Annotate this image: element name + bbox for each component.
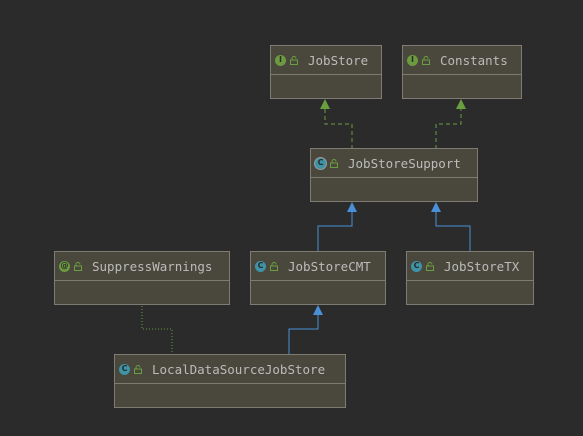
public-lock-icon — [270, 261, 278, 271]
class-name: JobStore — [308, 52, 369, 68]
edge-localdatasourcejobstore-extends-jobstorecmt — [288, 305, 323, 355]
class-name: JobStoreCMT — [288, 258, 371, 274]
class-name: JobStoreSupport — [348, 155, 461, 171]
public-lock-icon — [330, 158, 338, 168]
edge-jobstoresupport-implements-constants — [435, 99, 466, 149]
public-lock-icon — [422, 55, 430, 65]
class-icon: C — [255, 260, 266, 272]
class-node-header: C JobStoreTX — [407, 252, 533, 281]
class-node-suppresswarnings[interactable]: @ SuppressWarnings — [54, 251, 230, 305]
class-node-constants[interactable]: I Constants — [402, 45, 522, 99]
class-node-body — [407, 281, 533, 305]
interface-icon: I — [407, 54, 418, 66]
class-node-jobstoresupport[interactable]: C JobStoreSupport — [310, 148, 478, 202]
implements-arrowhead — [320, 99, 330, 109]
class-node-header: @ SuppressWarnings — [55, 252, 229, 281]
edge-jobstoretx-extends-jobstoresupport — [431, 202, 471, 252]
annotation-icon: @ — [59, 260, 70, 272]
extends-arrowhead — [431, 202, 441, 212]
class-icon: C — [411, 260, 422, 272]
class-node-header: C LocalDataSourceJobStore — [115, 355, 345, 384]
edge-jobstorecmt-extends-jobstoresupport — [317, 202, 357, 252]
edge-localdatasourcejobstore-annotated-suppresswarnings — [141, 306, 173, 355]
class-node-body — [311, 178, 477, 202]
abstract-class-icon: C — [315, 157, 326, 169]
class-name: LocalDataSourceJobStore — [152, 361, 326, 377]
class-name: JobStoreTX — [444, 258, 520, 274]
class-node-body — [251, 281, 385, 305]
extends-arrowhead — [313, 305, 323, 315]
class-node-header: C JobStoreSupport — [311, 149, 477, 178]
public-lock-icon — [134, 364, 142, 374]
public-lock-icon — [74, 261, 82, 271]
class-node-header: I Constants — [403, 46, 521, 75]
class-node-jobstoretx[interactable]: C JobStoreTX — [406, 251, 534, 305]
class-node-jobstore[interactable]: I JobStore — [270, 45, 382, 99]
class-node-localdatasourcejobstore[interactable]: C LocalDataSourceJobStore — [114, 354, 346, 408]
class-node-body — [403, 75, 521, 99]
extends-arrowhead — [347, 202, 357, 212]
implements-arrowhead — [456, 99, 466, 109]
class-name: Constants — [440, 52, 508, 68]
public-lock-icon — [426, 261, 434, 271]
class-node-body — [115, 384, 345, 408]
class-node-jobstorecmt[interactable]: C JobStoreCMT — [250, 251, 386, 305]
class-icon: C — [119, 363, 130, 375]
public-lock-icon — [290, 55, 298, 65]
class-node-body — [271, 75, 381, 99]
class-node-header: I JobStore — [271, 46, 381, 75]
class-name: SuppressWarnings — [92, 258, 213, 274]
interface-icon: I — [275, 54, 286, 66]
class-node-body — [55, 281, 229, 305]
class-node-header: C JobStoreCMT — [251, 252, 385, 281]
edge-jobstoresupport-implements-jobstore — [320, 99, 353, 149]
